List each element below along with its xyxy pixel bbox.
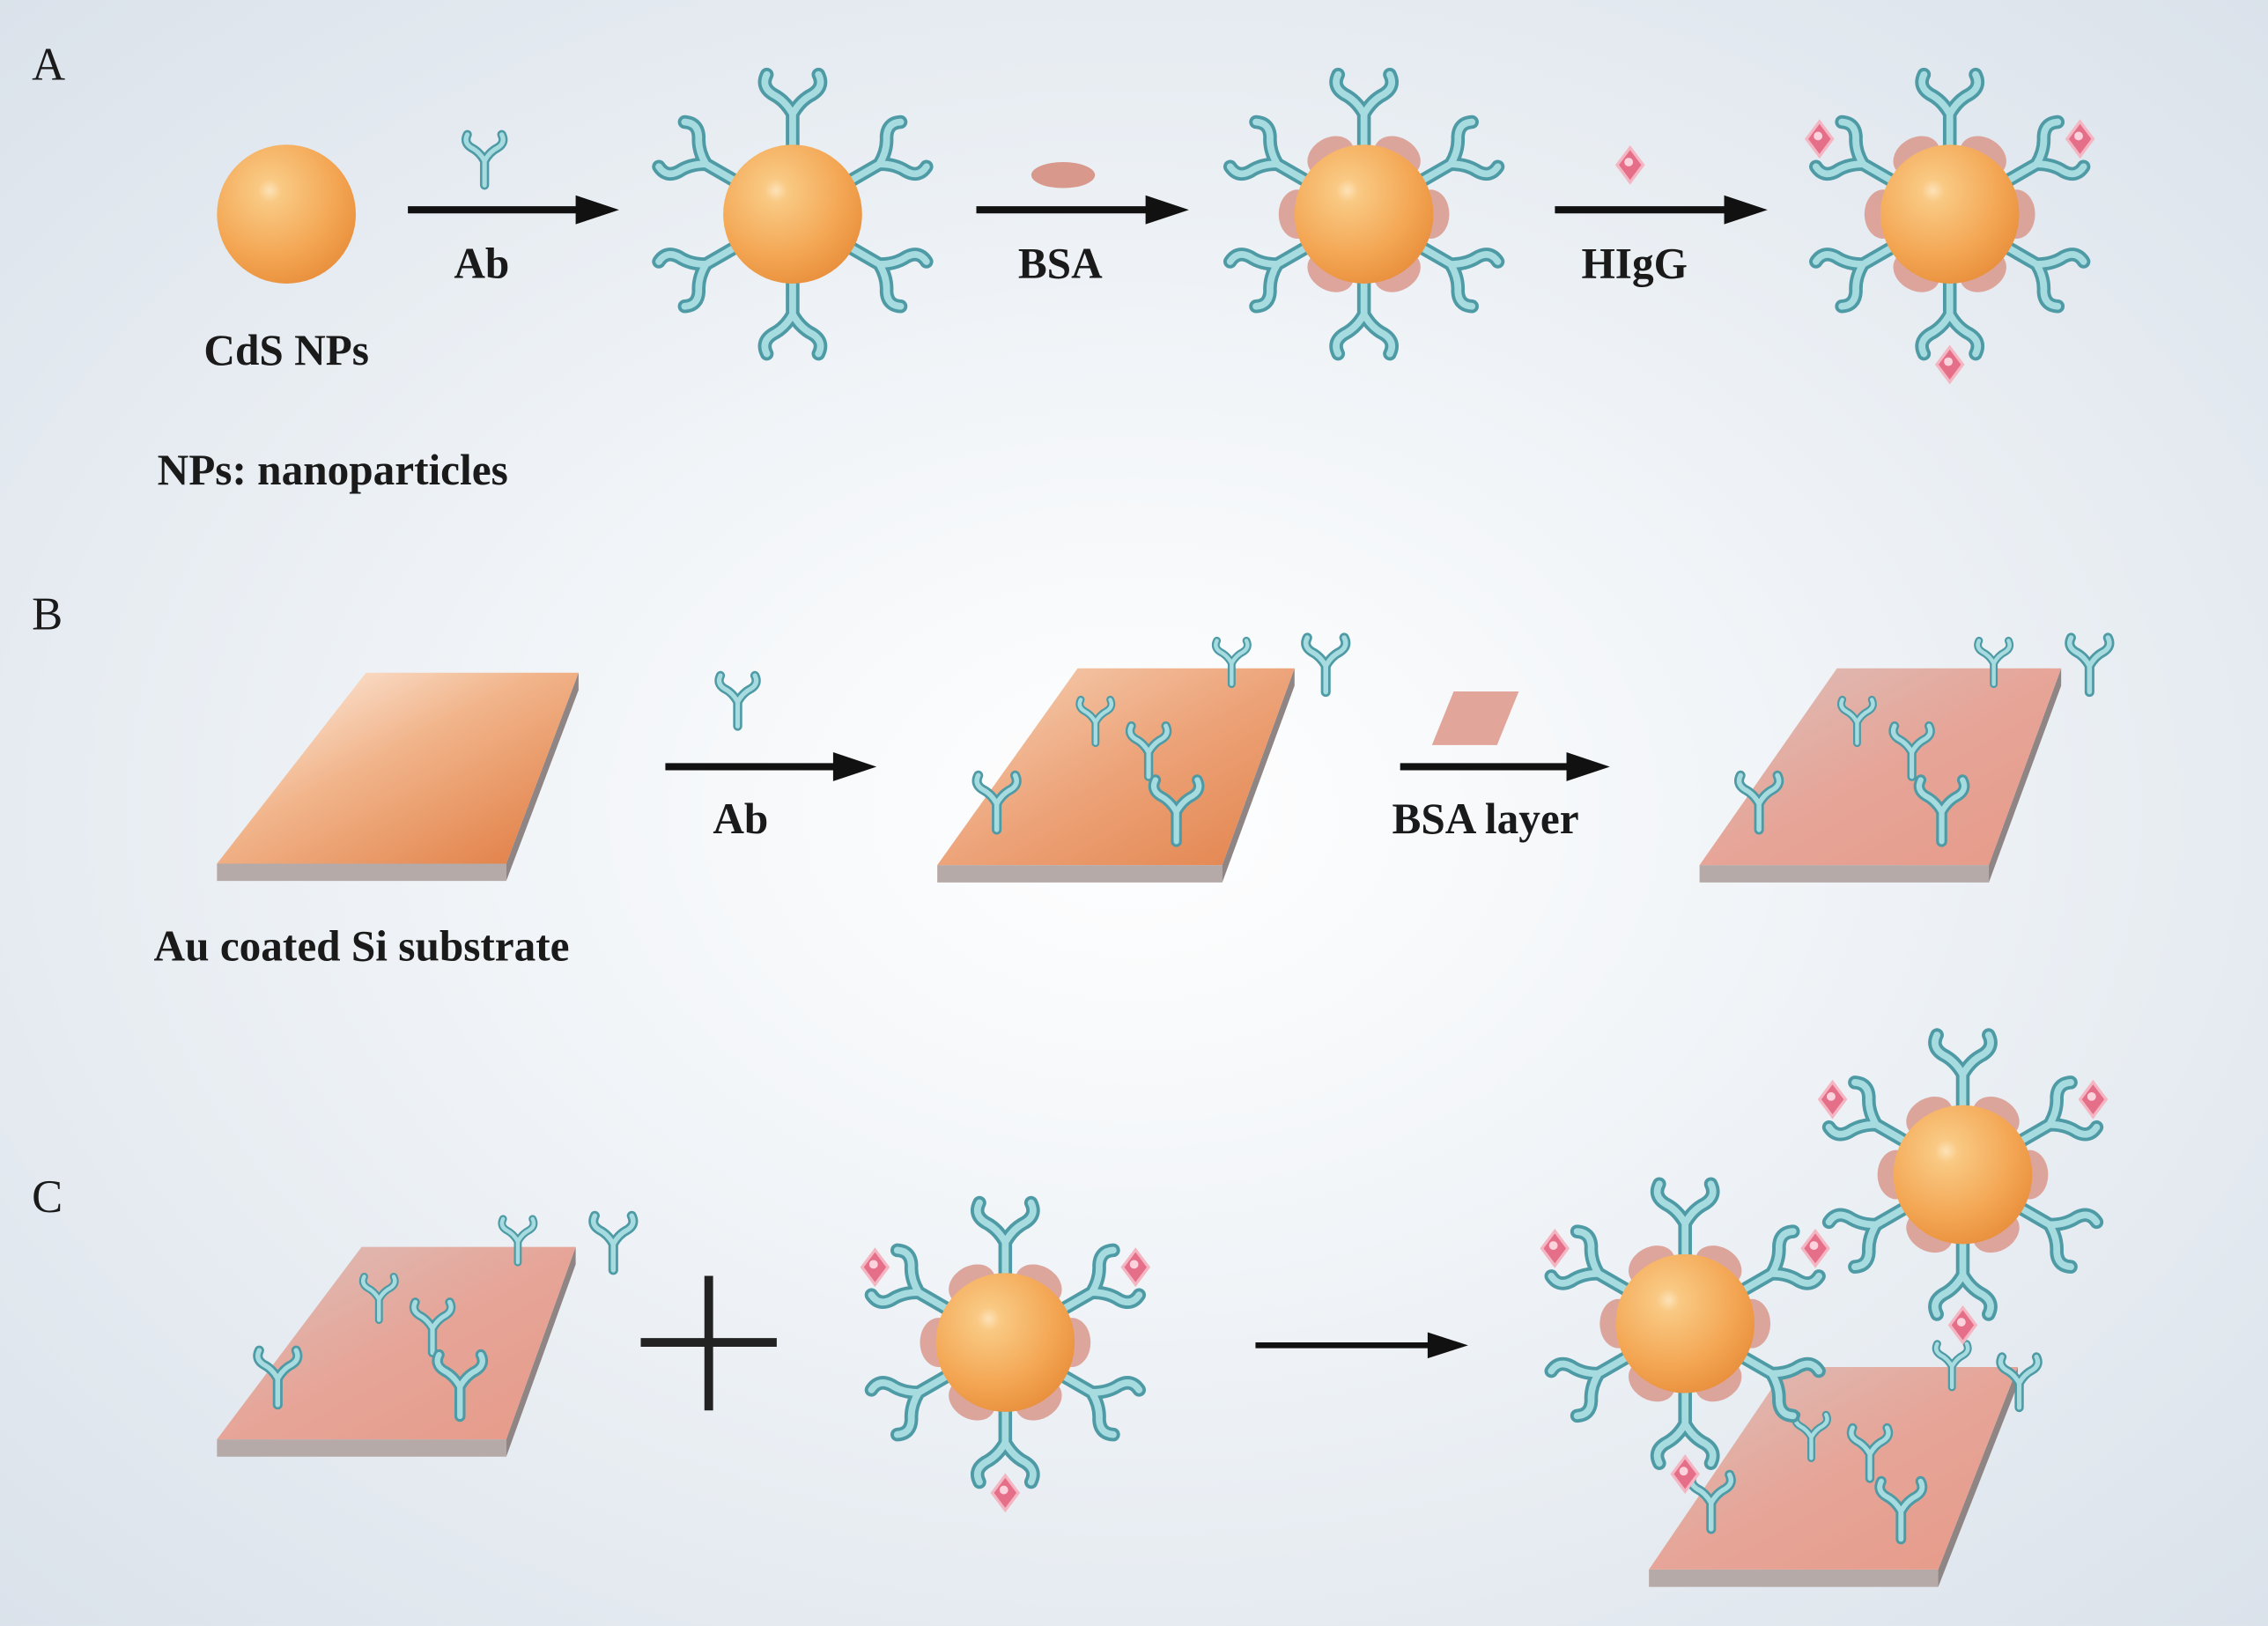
arrow-bsa — [976, 195, 1189, 225]
cds-nanoparticle — [1294, 144, 1434, 284]
step-ab-label-b: Ab — [713, 795, 768, 843]
cds-nanoparticle — [935, 1273, 1075, 1412]
bsa-blocked-substrate — [1699, 638, 2109, 883]
cds-nanoparticle — [723, 144, 862, 284]
step-bsa-layer-label: BSA layer — [1393, 795, 1579, 843]
cds-nanoparticle — [217, 144, 356, 284]
bsa-blocked-substrate-c — [217, 1216, 633, 1457]
arrow-binding — [1255, 1332, 1468, 1359]
bsa-icon — [1031, 162, 1096, 188]
panel-label-c: C — [32, 1171, 63, 1223]
substrate-label: Au coated Si substrate — [154, 922, 570, 971]
cds-nanoparticle — [1615, 1253, 1755, 1393]
panel-c — [640, 1275, 1468, 1411]
captured-nanoparticle-upper — [1818, 1035, 2108, 1344]
plus-sign — [640, 1275, 777, 1411]
step-higg-label: HIgG — [1581, 239, 1687, 287]
arrow-ab-b — [665, 752, 877, 781]
arrow-higg — [1555, 195, 1768, 225]
step-ab-label: Ab — [454, 239, 509, 287]
cds-nanoparticle — [1880, 144, 2020, 284]
arrow-bsa-layer — [1400, 752, 1610, 781]
bsa-blocked-nanoparticle — [1230, 75, 1499, 354]
au-coated-si-substrate — [217, 672, 579, 882]
panel-label-b: B — [32, 588, 63, 639]
higg-bound-nanoparticle-c — [861, 1203, 1150, 1512]
cds-nanoparticle — [1893, 1105, 2033, 1245]
antibody-coated-substrate — [937, 638, 1346, 883]
antibody-coated-nanoparticle — [658, 75, 927, 354]
panel-a: CdS NPs NPs: nanoparticles Ab BSA HIgG — [158, 135, 1768, 494]
cds-nps-label: CdS NPs — [203, 326, 368, 374]
higg-bound-nanoparticle — [1805, 75, 2095, 384]
captured-nanoparticle-lower — [1540, 1184, 1830, 1493]
nps-legend-note: NPs: nanoparticles — [158, 446, 508, 494]
panel-label-a: A — [32, 39, 65, 90]
bsa-layer-icon — [1431, 691, 1519, 745]
step-bsa-label: BSA — [1018, 239, 1103, 287]
panel-b: Au coated Si substrate Ab BSA layer — [154, 676, 1610, 971]
arrow-ab — [408, 195, 619, 225]
sensor-substrate-result — [1649, 1344, 2037, 1587]
